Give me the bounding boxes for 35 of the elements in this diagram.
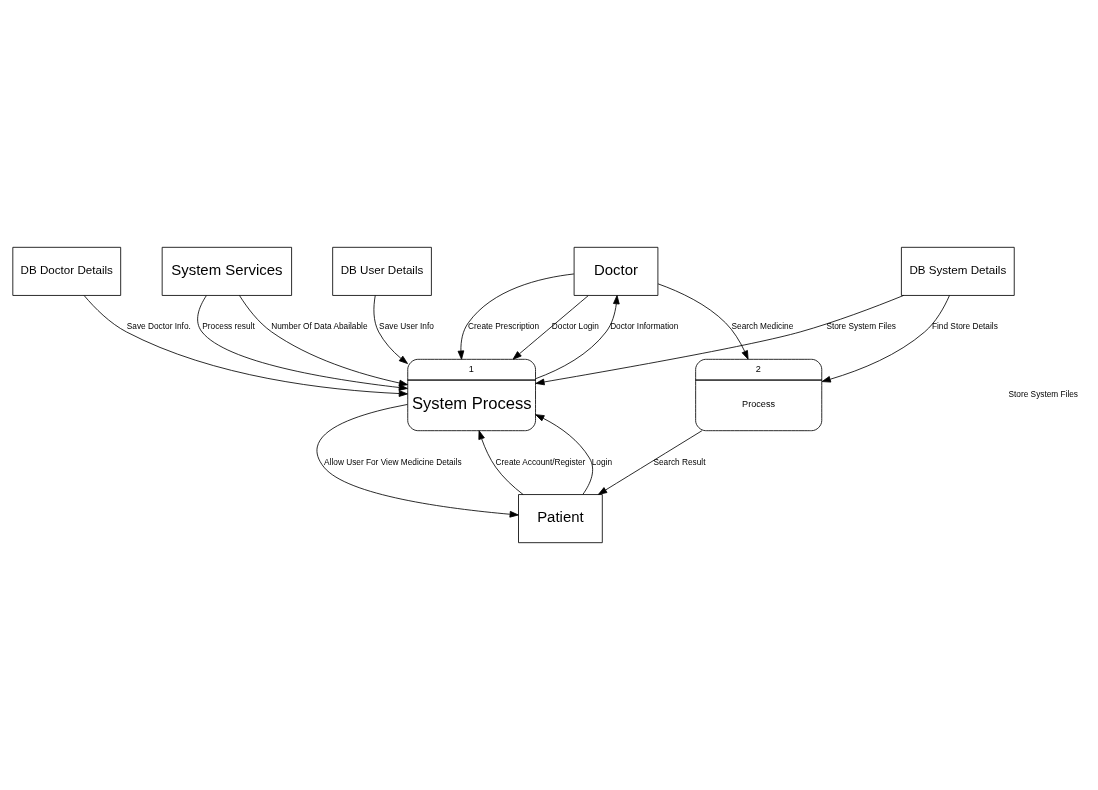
edge-label: Doctor Information: [610, 321, 679, 332]
edge-label: Search Result: [653, 456, 706, 467]
edge-label: Store System Files: [826, 321, 896, 332]
arrow: [512, 295, 589, 360]
edge-label: Create Account/Register: [495, 456, 586, 467]
edge-label: Login: [591, 456, 613, 467]
edge-label: Allow User For View Medicine Details: [324, 456, 462, 467]
node-box: Doctor: [573, 246, 659, 296]
edge-label: Number Of Data Abailable: [271, 321, 368, 332]
arrow: [821, 295, 950, 383]
node-box: Patient: [518, 494, 603, 544]
node-box: DB User Details: [332, 246, 432, 296]
arrow: [239, 295, 409, 387]
arrow: [373, 295, 408, 364]
label: Store System Files: [1008, 389, 1079, 400]
arrow: [535, 295, 904, 386]
edge-label: Process result: [202, 321, 255, 332]
edge-label: Save Doctor Info.: [126, 321, 191, 332]
edge-label: Create Prescription: [468, 321, 540, 332]
edge-label: Find Store Details: [931, 321, 998, 332]
arrow: [657, 283, 749, 360]
node-box: DB Doctor Details: [12, 246, 122, 296]
node-box: DB System Details: [901, 246, 1015, 296]
arrow: [197, 295, 408, 391]
node-box: System Services: [161, 246, 292, 296]
arrow: [316, 404, 519, 518]
arrow: [535, 295, 620, 380]
arrow: [457, 273, 575, 360]
edge-label: Doctor Login: [551, 321, 599, 332]
arrow: [478, 430, 524, 495]
arrow: [535, 414, 594, 495]
edge-label: Search Medicine: [731, 321, 794, 332]
edge-label: Save User Info: [379, 321, 434, 332]
arrow: [598, 430, 703, 495]
arrow: [83, 295, 408, 397]
